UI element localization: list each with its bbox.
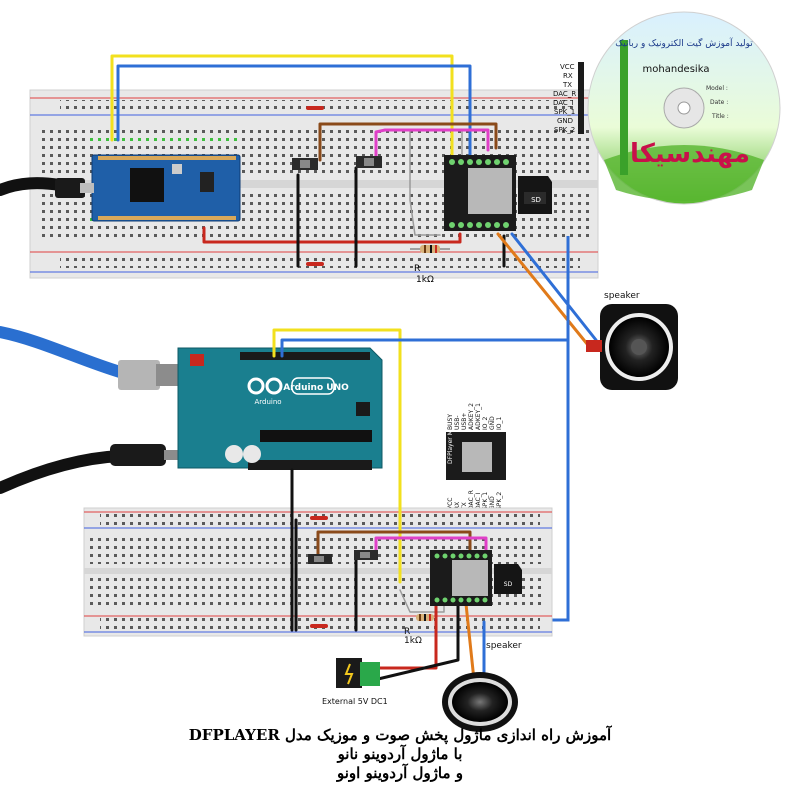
pin-label: SPK_1 — [554, 108, 575, 116]
push-buttons-bottom — [308, 550, 378, 564]
uno-label: Arduino UNO — [283, 383, 349, 393]
microsd-card-top: SD — [518, 176, 552, 214]
pin-label: IO_2 — [482, 417, 489, 430]
speaker-top-label: speaker — [604, 291, 640, 301]
disc-fields: Model : Date : Title : — [706, 85, 729, 120]
resistor-top-value: 1kΩ — [416, 275, 434, 285]
resistor-top-label: R — [414, 264, 420, 274]
caption-line-2: با ماژول آردوینو نانو — [337, 745, 463, 763]
caption-line-1: آموزش راه اندازی ماژول پخش صوت و موزیک م… — [188, 726, 612, 744]
pin-label: ADKEY_2 — [468, 403, 475, 430]
usb-cable-bottom — [0, 326, 178, 390]
disc-tagline: تولید آموزش گیت الکترونیک و رباتیک — [615, 37, 753, 49]
svg-text:SD: SD — [504, 581, 513, 588]
pinout-labels-left: VCC RX TX DAC_R DAC_I SPK_1 GND SPK_2 — [447, 490, 503, 511]
dc-cable — [0, 444, 178, 494]
pin-label: USB- — [454, 416, 461, 430]
sd-logo-top: SD — [531, 196, 541, 204]
dfplayer-bottom — [430, 550, 492, 606]
caption-line-3: و ماژول آردوینو اونو — [336, 764, 464, 782]
speaker-bottom — [442, 672, 518, 732]
speaker-top — [586, 304, 678, 390]
pin-label: ADKEY_1 — [475, 403, 482, 430]
usb-cable-top — [0, 177, 94, 198]
pin-label: GND — [489, 416, 496, 430]
caption: آموزش راه اندازی ماژول پخش صوت و موزیک م… — [160, 726, 640, 783]
pin-label: RX — [454, 502, 461, 510]
resistor-bottom-value: 1kΩ — [404, 636, 422, 646]
pin-label: DAC_I — [553, 99, 573, 107]
speaker-bottom-label: speaker — [486, 641, 522, 651]
svg-text:DFPlayer Mini: DFPlayer Mini — [447, 423, 454, 464]
pinout-labels-right: BUSY USB- USB+ ADKEY_2 ADKEY_1 IO_2 GND … — [447, 403, 503, 430]
dfplayer-pin-labels-top: VCC RX TX DAC_R DAC_I SPK_1 GND SPK_2 — [553, 63, 576, 134]
pin-label: DAC_R — [553, 90, 576, 98]
dfplayer-pinout-reference: DFPlayer Mini — [446, 423, 506, 480]
power-jack-label: External 5V DC1 — [322, 697, 388, 706]
resistor-bottom-label: R — [404, 627, 410, 637]
pin-label: SPK_2 — [554, 126, 575, 134]
pin-label: TX — [562, 81, 572, 89]
pin-label: DAC_I — [475, 492, 482, 510]
field-model: Model : — [706, 85, 728, 92]
arduino-uno — [177, 347, 383, 470]
dc-power-jack — [336, 658, 380, 688]
microsd-card-bottom: SD — [494, 564, 522, 594]
pin-label: RX — [563, 72, 573, 80]
pin-label: USB+ — [461, 413, 468, 430]
dfplayer-top — [444, 155, 516, 231]
resistor-bottom — [416, 614, 434, 621]
arduino-nano — [91, 154, 241, 222]
pin-label: VCC — [447, 498, 454, 510]
pin-label: DAC_R — [468, 490, 475, 510]
pin-label: VCC — [560, 63, 575, 71]
pin-label: BUSY — [447, 414, 454, 430]
pin-label: IO_1 — [496, 417, 503, 430]
field-date: Date : — [710, 99, 728, 106]
pin-label: GND — [489, 496, 496, 510]
resistor-top — [410, 245, 450, 253]
bottom-wires — [272, 328, 570, 682]
top-wires — [110, 54, 598, 352]
disc-brand: مهندسیکا — [630, 139, 750, 169]
uno-brand: Arduino — [254, 398, 281, 406]
pin-label: GND — [557, 117, 573, 125]
pin-label: SPK_1 — [482, 492, 489, 510]
mohandesika-disc — [587, 11, 781, 205]
disc-site: mohandesika — [643, 64, 710, 75]
field-title: Title : — [711, 113, 729, 120]
module-edge — [578, 62, 584, 134]
pin-label: TX — [461, 502, 468, 511]
pin-label: SPK_2 — [496, 492, 503, 510]
push-buttons-top — [292, 156, 382, 170]
